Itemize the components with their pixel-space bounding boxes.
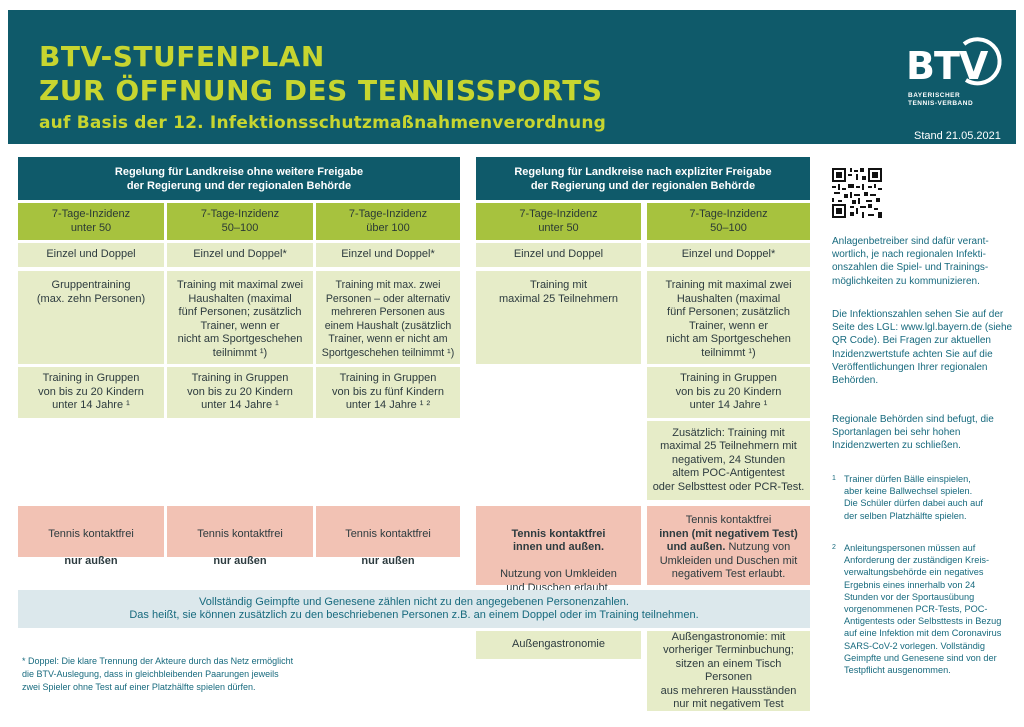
footnote-2-number: 2 bbox=[832, 544, 836, 551]
stand-date: Stand 21.05.2021 bbox=[914, 130, 1001, 142]
gastro-cell: Außengastronomie: mit vorheriger Terminb… bbox=[647, 631, 810, 711]
logo-swoosh-icon bbox=[962, 37, 1002, 86]
subtitle: auf Basis der 12. Infektionsschutzmaßnah… bbox=[39, 113, 607, 133]
training-cell: Training mit maximal zwei Haushalten (ma… bbox=[647, 271, 810, 364]
tennis-line-2: nur außen bbox=[213, 554, 267, 567]
header-banner: BTV-STUFENPLAN ZUR ÖFFNUNG DES TENNISSPO… bbox=[8, 10, 1016, 144]
incidence-cell: 7-Tage-Inzidenz unter 50 bbox=[18, 203, 164, 240]
kids-training-cell: Training in Gruppen von bis zu 20 Kinder… bbox=[167, 367, 313, 418]
training-cell: Training mit maximal 25 Teilnehmern bbox=[476, 271, 641, 364]
tennis-cell: Tennis kontaktfrei nur außen bbox=[18, 506, 164, 567]
tennis-cell: Tennis kontaktfrei innen und außen. Nutz… bbox=[476, 506, 641, 594]
logo-subtitle: BAYERISCHER TENNIS-VERBAND bbox=[908, 92, 973, 108]
footnote-1-text: Trainer dürfen Bälle einspielen, aber ke… bbox=[844, 474, 983, 521]
tennis-cell: Tennis kontaktfrei nur außen bbox=[316, 506, 460, 567]
tennis-line-2: nur außen bbox=[64, 554, 118, 567]
tennis-rest-text: Nutzung von Umkleiden und Duschen mit ne… bbox=[659, 541, 798, 580]
logo-text: BTV bbox=[906, 44, 988, 88]
title-line-2: ZUR ÖFFNUNG DES TENNISSPORTS bbox=[39, 74, 603, 107]
tennis-plain-text: Tennis kontaktfrei bbox=[685, 514, 772, 526]
logo-subtitle-line-1: BAYERISCHER bbox=[908, 92, 961, 99]
play-cell: Einzel und Doppel* bbox=[316, 243, 460, 267]
incidence-cell: 7-Tage-Inzidenz 50–100 bbox=[647, 203, 810, 240]
footnote-2-text: Anleitungspersonen müssen auf Anforderun… bbox=[844, 543, 1002, 676]
incidence-cell: 7-Tage-Inzidenz 50–100 bbox=[167, 203, 313, 240]
play-cell: Einzel und Doppel* bbox=[167, 243, 313, 267]
sidebar-paragraph-infection-numbers: Die Infektionszahlen sehen Sie auf der S… bbox=[832, 309, 1013, 387]
extra-training-cell: Zusätzlich: Training mit maximal 25 Teil… bbox=[647, 421, 810, 500]
tennis-bold-text: Tennis kontaktfrei innen und außen. bbox=[511, 527, 606, 554]
sidebar-paragraph-operators: Anlagenbetreiber sind dafür verant-wortl… bbox=[832, 236, 989, 287]
vaccinated-note: Vollständig Geimpfte und Genesene zählen… bbox=[18, 590, 810, 628]
footnote-1: 1 Trainer dürfen Bälle einspielen, aber … bbox=[832, 473, 1014, 533]
tennis-line-1: Tennis kontaktfrei bbox=[197, 527, 283, 540]
qr-code-icon[interactable] bbox=[832, 168, 882, 218]
footnote-2: 2 Anleitungspersonen müssen auf Anforder… bbox=[832, 542, 1014, 702]
kids-training-cell: Training in Gruppen von bis zu 20 Kinder… bbox=[647, 367, 810, 418]
kids-training-cell: Training in Gruppen von bis zu 20 Kinder… bbox=[18, 367, 164, 418]
group-header-left: Regelung für Landkreise ohne weitere Fre… bbox=[18, 157, 460, 200]
training-cell: Training mit max. zwei Personen – oder a… bbox=[316, 271, 460, 364]
tennis-bold-text: innen (mit negativem Test) und außen. bbox=[659, 527, 798, 554]
incidence-cell: 7-Tage-Inzidenz unter 50 bbox=[476, 203, 641, 240]
logo-subtitle-line-2: TENNIS-VERBAND bbox=[908, 100, 974, 107]
btv-logo: BTV BAYERISCHER TENNIS-VERBAND bbox=[906, 36, 1006, 116]
play-cell: Einzel und Doppel bbox=[476, 243, 641, 267]
training-cell: Training mit maximal zwei Haushalten (ma… bbox=[167, 271, 313, 364]
doppel-footnote: * Doppel: Die klare Trennung der Akteure… bbox=[22, 656, 294, 692]
sidebar-paragraph-authorities: Regionale Behörden sind befugt, die Spor… bbox=[832, 414, 994, 452]
title-line-1: BTV-STUFENPLAN bbox=[39, 40, 325, 73]
play-cell: Einzel und Doppel bbox=[18, 243, 164, 267]
tennis-cell: Tennis kontaktfrei nur außen bbox=[167, 506, 313, 567]
footnote-1-number: 1 bbox=[832, 475, 836, 482]
training-cell: Gruppentraining (max. zehn Personen) bbox=[18, 271, 164, 364]
incidence-cell: 7-Tage-Inzidenz über 100 bbox=[316, 203, 460, 240]
play-cell: Einzel und Doppel* bbox=[647, 243, 810, 267]
tennis-line-1: Tennis kontaktfrei bbox=[48, 527, 134, 540]
kids-training-cell: Training in Gruppen von bis zu fünf Kind… bbox=[316, 367, 460, 418]
tennis-line-2: nur außen bbox=[361, 554, 415, 567]
tennis-line-1: Tennis kontaktfrei bbox=[345, 527, 431, 540]
group-header-right: Regelung für Landkreise nach expliziter … bbox=[476, 157, 810, 200]
gastro-cell: Außengastronomie bbox=[476, 631, 641, 659]
